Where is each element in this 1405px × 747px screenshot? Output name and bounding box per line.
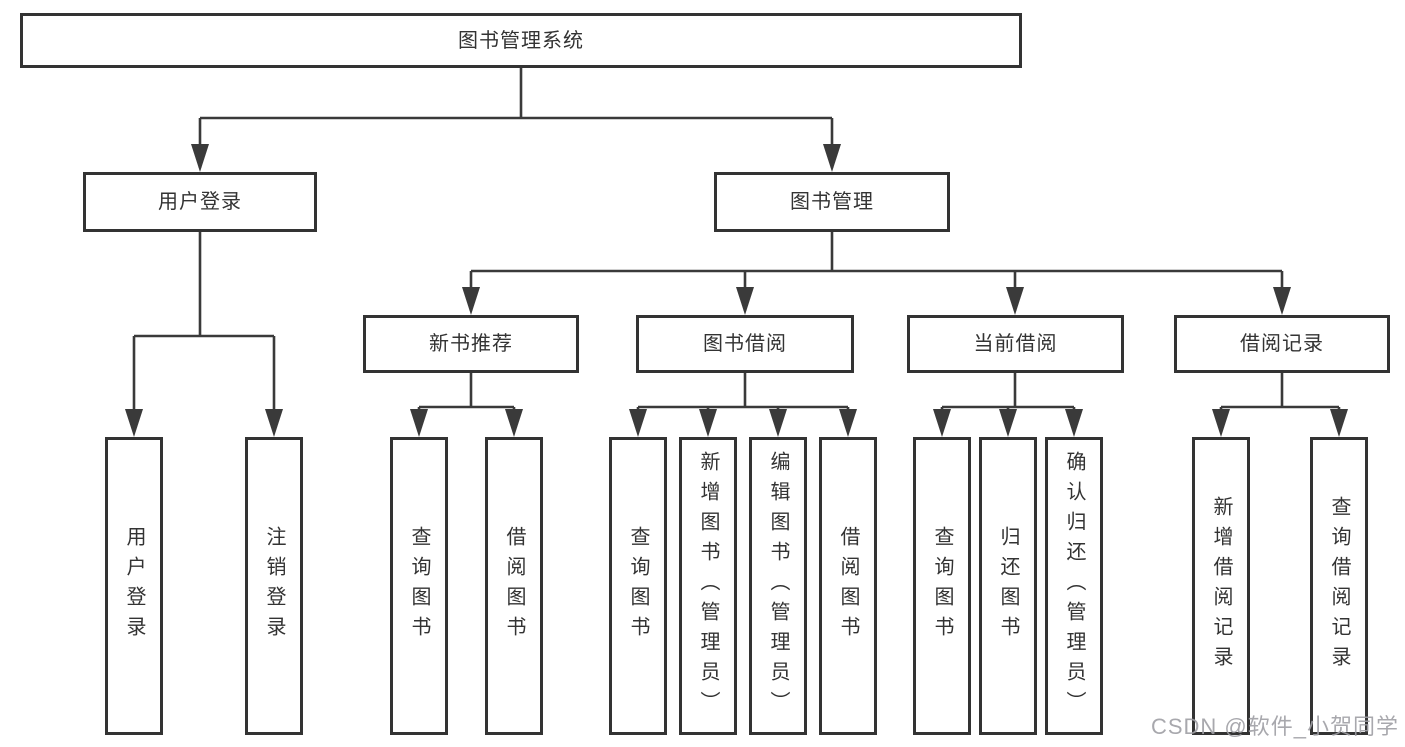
node-label: 查询图书 bbox=[931, 526, 953, 646]
node-query-books-recommend: 查询图书 bbox=[390, 437, 448, 735]
node-add-borrow-record: 新增借阅记录 bbox=[1192, 437, 1250, 735]
node-library-management-system: 图书管理系统 bbox=[20, 13, 1022, 68]
node-label: 查询图书 bbox=[408, 526, 430, 646]
node-label: 当前借阅 bbox=[973, 333, 1058, 355]
node-borrowing-records: 借阅记录 bbox=[1174, 315, 1390, 373]
node-borrow-books-recommend: 借阅图书 bbox=[485, 437, 543, 735]
node-user-login: 用户登录 bbox=[83, 172, 317, 232]
node-label: 借阅图书 bbox=[503, 526, 525, 646]
node-borrow-books: 借阅图书 bbox=[819, 437, 877, 735]
node-user-login-leaf: 用户登录 bbox=[105, 437, 163, 735]
node-label: 新增图书（管理员） bbox=[697, 451, 719, 721]
node-label: 查询借阅记录 bbox=[1328, 496, 1350, 676]
node-label: 借阅记录 bbox=[1240, 333, 1324, 355]
node-edit-book-admin: 编辑图书（管理员） bbox=[749, 437, 807, 735]
node-add-book-admin: 新增图书（管理员） bbox=[679, 437, 737, 735]
node-label: 借阅图书 bbox=[837, 526, 859, 646]
node-query-books-borrow: 查询图书 bbox=[609, 437, 667, 735]
node-return-book: 归还图书 bbox=[979, 437, 1037, 735]
node-query-borrow-record: 查询借阅记录 bbox=[1310, 437, 1368, 735]
node-label: 图书管理系统 bbox=[458, 29, 584, 52]
node-confirm-return-admin: 确认归还（管理员） bbox=[1045, 437, 1103, 735]
node-label: 注销登录 bbox=[263, 526, 285, 646]
node-new-book-recommendation: 新书推荐 bbox=[363, 315, 579, 373]
node-logout: 注销登录 bbox=[245, 437, 303, 735]
node-label: 查询图书 bbox=[627, 526, 649, 646]
node-label: 新书推荐 bbox=[429, 333, 513, 355]
node-label: 图书管理 bbox=[790, 191, 874, 213]
node-label: 归还图书 bbox=[997, 526, 1019, 646]
node-label: 编辑图书（管理员） bbox=[767, 451, 789, 721]
node-book-borrowing: 图书借阅 bbox=[636, 315, 854, 373]
node-query-books-current: 查询图书 bbox=[913, 437, 971, 735]
node-book-management: 图书管理 bbox=[714, 172, 950, 232]
node-label: 图书借阅 bbox=[703, 333, 787, 355]
node-label: 用户登录 bbox=[123, 526, 145, 646]
node-current-borrowing: 当前借阅 bbox=[907, 315, 1124, 373]
node-label: 确认归还（管理员） bbox=[1063, 451, 1085, 721]
node-label: 新增借阅记录 bbox=[1210, 496, 1232, 676]
node-label: 用户登录 bbox=[158, 191, 242, 213]
